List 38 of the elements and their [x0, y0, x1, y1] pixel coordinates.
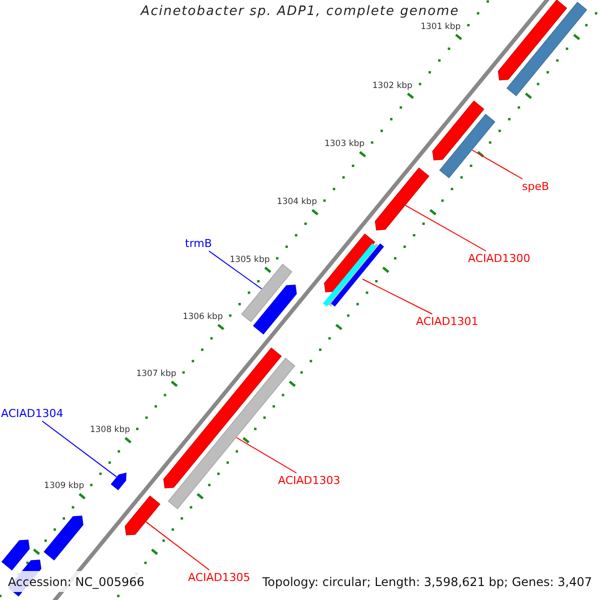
gene-segment — [324, 233, 376, 292]
gene-label: ACIAD1304 — [1, 407, 64, 420]
gene-segment — [498, 0, 568, 80]
gene-segment — [1, 540, 30, 571]
scale-label: 1308 kbp — [90, 425, 130, 436]
gene-segment — [44, 516, 84, 561]
gene-segment — [439, 114, 496, 178]
leader-line — [146, 521, 210, 570]
gene-label: speB — [522, 180, 550, 193]
gene-label: ACIAD1305 — [188, 571, 250, 584]
gene-segment — [241, 264, 292, 322]
gene-label: ACIAD1301 — [416, 315, 478, 328]
scale-label: 1304 kbp — [276, 197, 317, 208]
scale-label: 1307 kbp — [136, 368, 176, 379]
gene-segment — [432, 100, 484, 160]
scale-label: 1302 kbp — [372, 80, 412, 91]
gene-label: trmB — [185, 237, 212, 250]
leader-line — [208, 250, 262, 290]
leader-line — [236, 437, 297, 474]
scale-label: 1309 kbp — [44, 481, 84, 492]
scale-label: 1305 kbp — [230, 254, 270, 265]
gene-segment — [374, 167, 430, 230]
gene-segment — [322, 243, 384, 307]
scale-label: 1303 kbp — [324, 139, 365, 150]
leader-line — [472, 150, 523, 180]
gene-segment — [124, 495, 160, 536]
gene-segment — [252, 284, 297, 335]
scale-label: 1306 kbp — [182, 312, 223, 322]
leader-line — [405, 204, 486, 252]
genome-stats-text: Topology: circular; Length: 3,598,621 bp; Genes: 3,407 — [262, 575, 592, 590]
map-title: Acinetobacter sp. ADP1, complete genome — [139, 4, 460, 20]
leader-line — [362, 278, 433, 314]
scale-label: 1301 kbp — [420, 22, 461, 32]
gene-label: ACIAD1300 — [468, 252, 530, 265]
gene-segment — [506, 2, 588, 96]
gene-label: ACIAD1303 — [278, 474, 340, 487]
gene-segment — [110, 472, 126, 490]
leader-line — [42, 420, 118, 478]
